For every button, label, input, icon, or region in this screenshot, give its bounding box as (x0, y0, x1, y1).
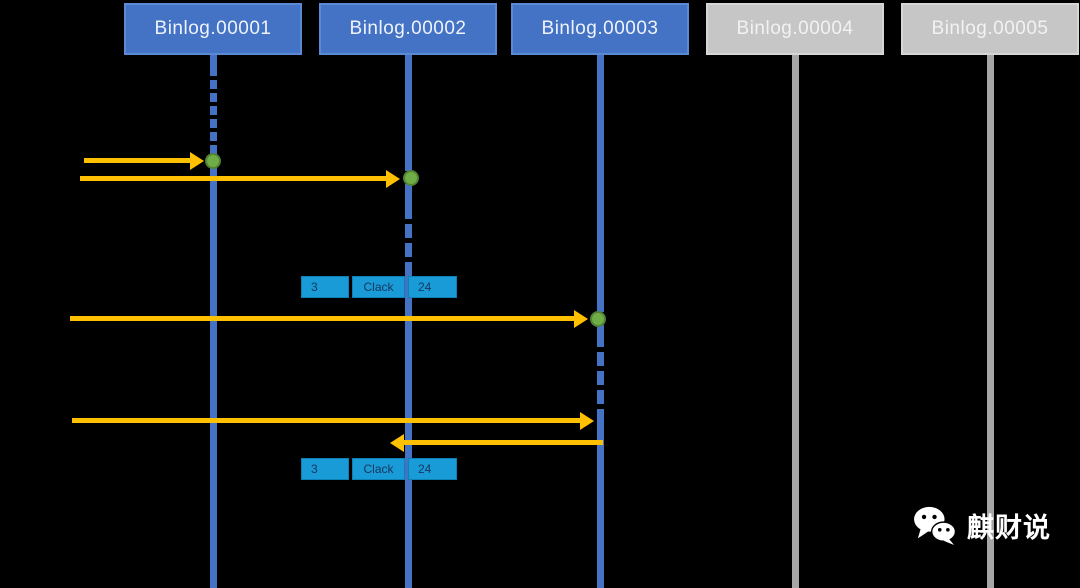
binlog-header-3: Binlog.00003 (511, 3, 689, 55)
binlog-header-1: Binlog.00001 (124, 3, 302, 55)
commit-dot-1 (205, 153, 221, 169)
watermark: 麒财说 (912, 505, 1051, 545)
event-row-1: 3 Clack 24 (301, 276, 457, 298)
commit-dot-3 (590, 311, 606, 327)
write-arrow-4 (72, 418, 581, 423)
binlog-header-2: Binlog.00002 (319, 3, 497, 55)
event-cell: 3 (301, 458, 349, 480)
binlog-header-5: Binlog.00005 (901, 3, 1079, 55)
event-cell: 24 (408, 276, 457, 298)
return-arrow (403, 440, 603, 445)
write-arrow-3 (70, 316, 575, 321)
event-cell: Clack (352, 458, 405, 480)
write-arrow-1 (84, 158, 191, 163)
event-row-2: 3 Clack 24 (301, 458, 457, 480)
watermark-brand-text: 麒财说 (967, 512, 1051, 543)
event-cell: Clack (352, 276, 405, 298)
commit-dot-2 (403, 170, 419, 186)
event-cell: 3 (301, 276, 349, 298)
write-arrow-2 (80, 176, 387, 181)
wechat-icon (912, 505, 958, 545)
binlog-header-4: Binlog.00004 (706, 3, 884, 55)
event-cell: 24 (408, 458, 457, 480)
